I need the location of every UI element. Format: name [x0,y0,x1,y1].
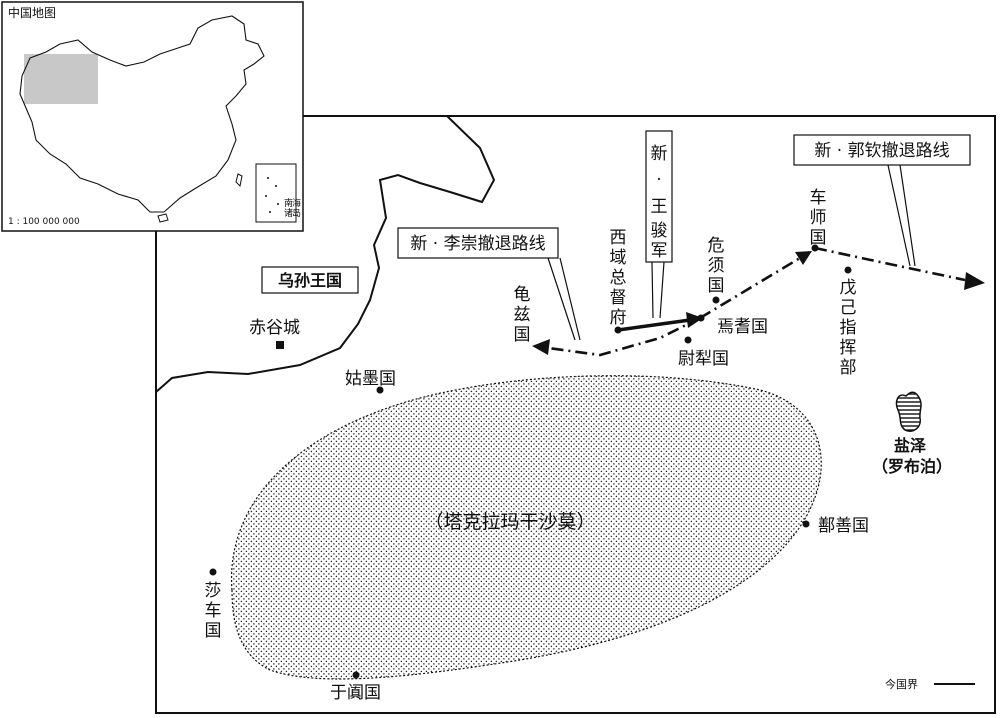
cheshi-marker [811,244,819,252]
duhufu-char-4: 督 [610,288,627,308]
weixu-char-2: 须 [708,256,725,276]
cheshi-char-2: 师 [810,208,827,228]
wangjun-char-4: 骏 [651,221,668,241]
shache-label: 莎 车 国 [205,581,222,641]
border-line-top [155,115,496,393]
route-wangjun-arrow [686,312,703,328]
label-wusun: 乌孙王国 [261,266,359,294]
wuji-label: 戊 己 指 挥 部 [840,278,857,378]
qiuci-char-3: 国 [514,325,531,345]
cheshi-char-1: 车 [810,188,827,208]
yutian-marker [352,671,360,679]
inset-taiwan [235,173,243,188]
wangjun-char-1: 新 [651,144,668,164]
weixu-label: 危 须 国 [708,236,725,296]
shanshan-label: 鄯善国 [818,516,869,536]
route-guoqin-arrow [964,272,985,290]
inset-south-sea-char-4: 岛 [292,207,301,219]
chigu-city-marker [276,341,284,349]
callout-lichong-text: 新 · 李崇撤退路线 [410,234,545,254]
duhufu-label: 西 域 总 督 府 [610,228,627,328]
wuji-marker [844,266,852,274]
yanqi-marker [697,314,705,322]
wangjun-char-5: 军 [651,241,668,261]
weixu-marker [712,296,720,304]
wuji-char-4: 挥 [840,338,857,358]
shache-marker [209,568,217,576]
desert-label: （塔克拉玛干沙莫） [424,511,595,533]
inset-south-sea-char-2: 海 [292,197,301,209]
callout-lichong: 新 · 李崇撤退路线 [397,227,581,341]
weixu-char-1: 危 [708,236,725,256]
callout-wangjun: 新 · 王 骏 军 [645,130,673,319]
callout-guoqin: 新 · 郭钦撤退路线 [793,134,971,267]
shache-char-2: 车 [205,601,222,621]
route-lichong-arrow [532,339,550,355]
inset-south-sea-char-1: 南 [284,197,293,209]
taklamakan-desert [230,375,822,680]
route-yanqi-cheshi [699,256,801,320]
yutian-label: 于阗国 [330,683,381,703]
inset-title: 中国地图 [8,5,56,20]
route-wangjun [617,318,691,332]
inset-china-map: 中国地图 南 海 诸 岛 1 : 100 000 000 [1,1,304,232]
legend-border-label: 今国界 [885,677,918,691]
weili-label: 尉犁国 [678,349,729,369]
inset-south-sea-box [255,163,297,223]
inset-china-outline [19,15,265,213]
inset-highlight-region [24,54,98,104]
wusun-text: 乌孙王国 [278,271,342,290]
wuji-char-2: 己 [840,298,857,318]
lop-label: （罗布泊） [872,457,952,476]
weixu-char-3: 国 [708,276,725,296]
inset-scale: 1 : 100 000 000 [8,217,80,227]
yanze-label: 盐泽 [894,436,926,455]
shanshan-marker [802,520,810,528]
qiuci-char-1: 龟 [514,285,531,305]
duhufu-char-1: 西 [610,228,627,248]
qiuci-char-2: 兹 [514,305,531,325]
gumo-label: 姑墨国 [345,369,396,389]
wangjun-char-3: 王 [651,197,668,217]
weili-marker [684,336,692,344]
inset-hainan [157,213,169,223]
wuji-char-5: 部 [840,358,857,378]
qiuci-label: 龟 兹 国 [514,285,531,345]
chigu-label: 赤谷城 [249,318,300,338]
route-guoqin [814,246,966,282]
callout-guoqin-text: 新 · 郭钦撤退路线 [814,141,949,161]
duhufu-char-3: 总 [610,268,627,288]
wangjun-char-2: · [656,170,661,190]
inset-south-sea-char-3: 诸 [284,208,293,219]
duhufu-char-2: 域 [610,248,627,268]
yanqi-label: 焉耆国 [717,317,768,337]
wuji-char-1: 戊 [840,278,857,298]
shache-char-3: 国 [205,621,222,641]
cheshi-char-3: 国 [810,228,827,248]
shache-char-1: 莎 [205,581,222,601]
duhufu-marker [614,326,622,334]
route-lichong [547,316,701,357]
duhufu-char-5: 府 [610,308,627,328]
route-yanqi-cheshi-arrow [795,251,812,265]
gumo-marker [376,386,384,394]
cheshi-label: 车 师 国 [810,188,827,248]
wuji-char-3: 指 [840,318,857,338]
lop-nur-lake [895,391,922,432]
